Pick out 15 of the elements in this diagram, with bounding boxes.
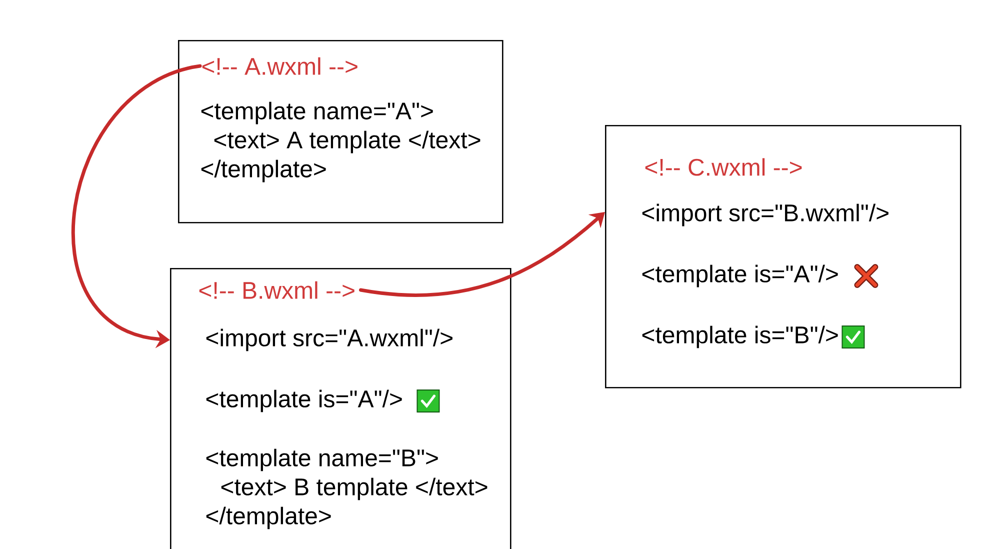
code-line: <template name="A">: [201, 102, 433, 124]
file-comment: <!-- A.wxml -->: [202, 57, 358, 75]
code-line: </template>: [201, 160, 326, 182]
code-line: <import src="B.wxml"/>: [642, 204, 888, 226]
code-line: <template is="B"/>: [642, 326, 838, 348]
file-comment: <!-- B.wxml -->: [199, 281, 354, 299]
arrow: [359, 212, 605, 297]
code-line: <template is="A"/>: [206, 390, 402, 412]
code-line: <text> B template </text>: [221, 478, 488, 500]
code-line: </template>: [206, 506, 331, 530]
code-line: <template is="A"/>: [642, 264, 838, 288]
code-line: <text> A template </text>: [214, 130, 480, 154]
code-line: <template name="B">: [206, 448, 438, 472]
code-line: <import src="A.wxml"/>: [206, 328, 452, 352]
file-comment: <!-- C.wxml -->: [645, 158, 802, 176]
